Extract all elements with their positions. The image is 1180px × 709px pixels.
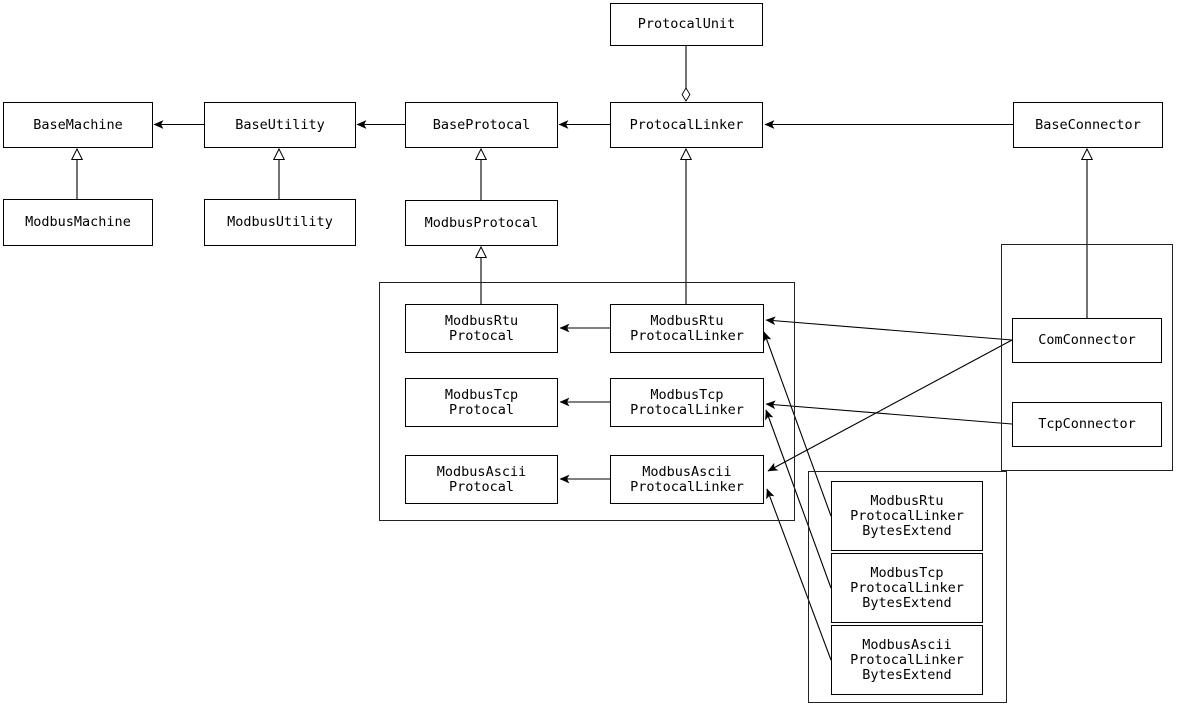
node-protocal-unit[interactable]: ProtocalUnit bbox=[610, 3, 763, 46]
node-modbus-ascii-protocal-linker[interactable]: ModbusAscii ProtocalLinker bbox=[610, 455, 764, 504]
node-base-machine[interactable]: BaseMachine bbox=[3, 102, 153, 148]
node-modbus-rtu-protocal-linker-bytes-extend[interactable]: ModbusRtu ProtocalLinker BytesExtend bbox=[831, 481, 983, 551]
node-base-protocal[interactable]: BaseProtocal bbox=[405, 102, 558, 148]
node-modbus-tcp-protocal-linker[interactable]: ModbusTcp ProtocalLinker bbox=[610, 378, 764, 427]
node-protocal-linker[interactable]: ProtocalLinker bbox=[610, 102, 763, 148]
node-modbus-rtu-protocal-linker[interactable]: ModbusRtu ProtocalLinker bbox=[610, 304, 764, 353]
node-modbus-tcp-protocal[interactable]: ModbusTcp Protocal bbox=[405, 378, 558, 427]
node-modbus-protocal[interactable]: ModbusProtocal bbox=[405, 200, 558, 246]
node-modbus-rtu-protocal[interactable]: ModbusRtu Protocal bbox=[405, 304, 558, 353]
node-modbus-utility[interactable]: ModbusUtility bbox=[204, 199, 356, 246]
node-modbus-machine[interactable]: ModbusMachine bbox=[3, 199, 153, 246]
node-modbus-ascii-protocal-linker-bytes-extend[interactable]: ModbusAscii ProtocalLinker BytesExtend bbox=[831, 625, 983, 695]
node-modbus-tcp-protocal-linker-bytes-extend[interactable]: ModbusTcp ProtocalLinker BytesExtend bbox=[831, 553, 983, 623]
node-com-connector[interactable]: ComConnector bbox=[1012, 318, 1162, 363]
node-base-connector[interactable]: BaseConnector bbox=[1013, 102, 1163, 148]
node-modbus-ascii-protocal[interactable]: ModbusAscii Protocal bbox=[405, 455, 558, 504]
node-base-utility[interactable]: BaseUtility bbox=[204, 102, 356, 148]
node-tcp-connector[interactable]: TcpConnector bbox=[1012, 402, 1162, 447]
